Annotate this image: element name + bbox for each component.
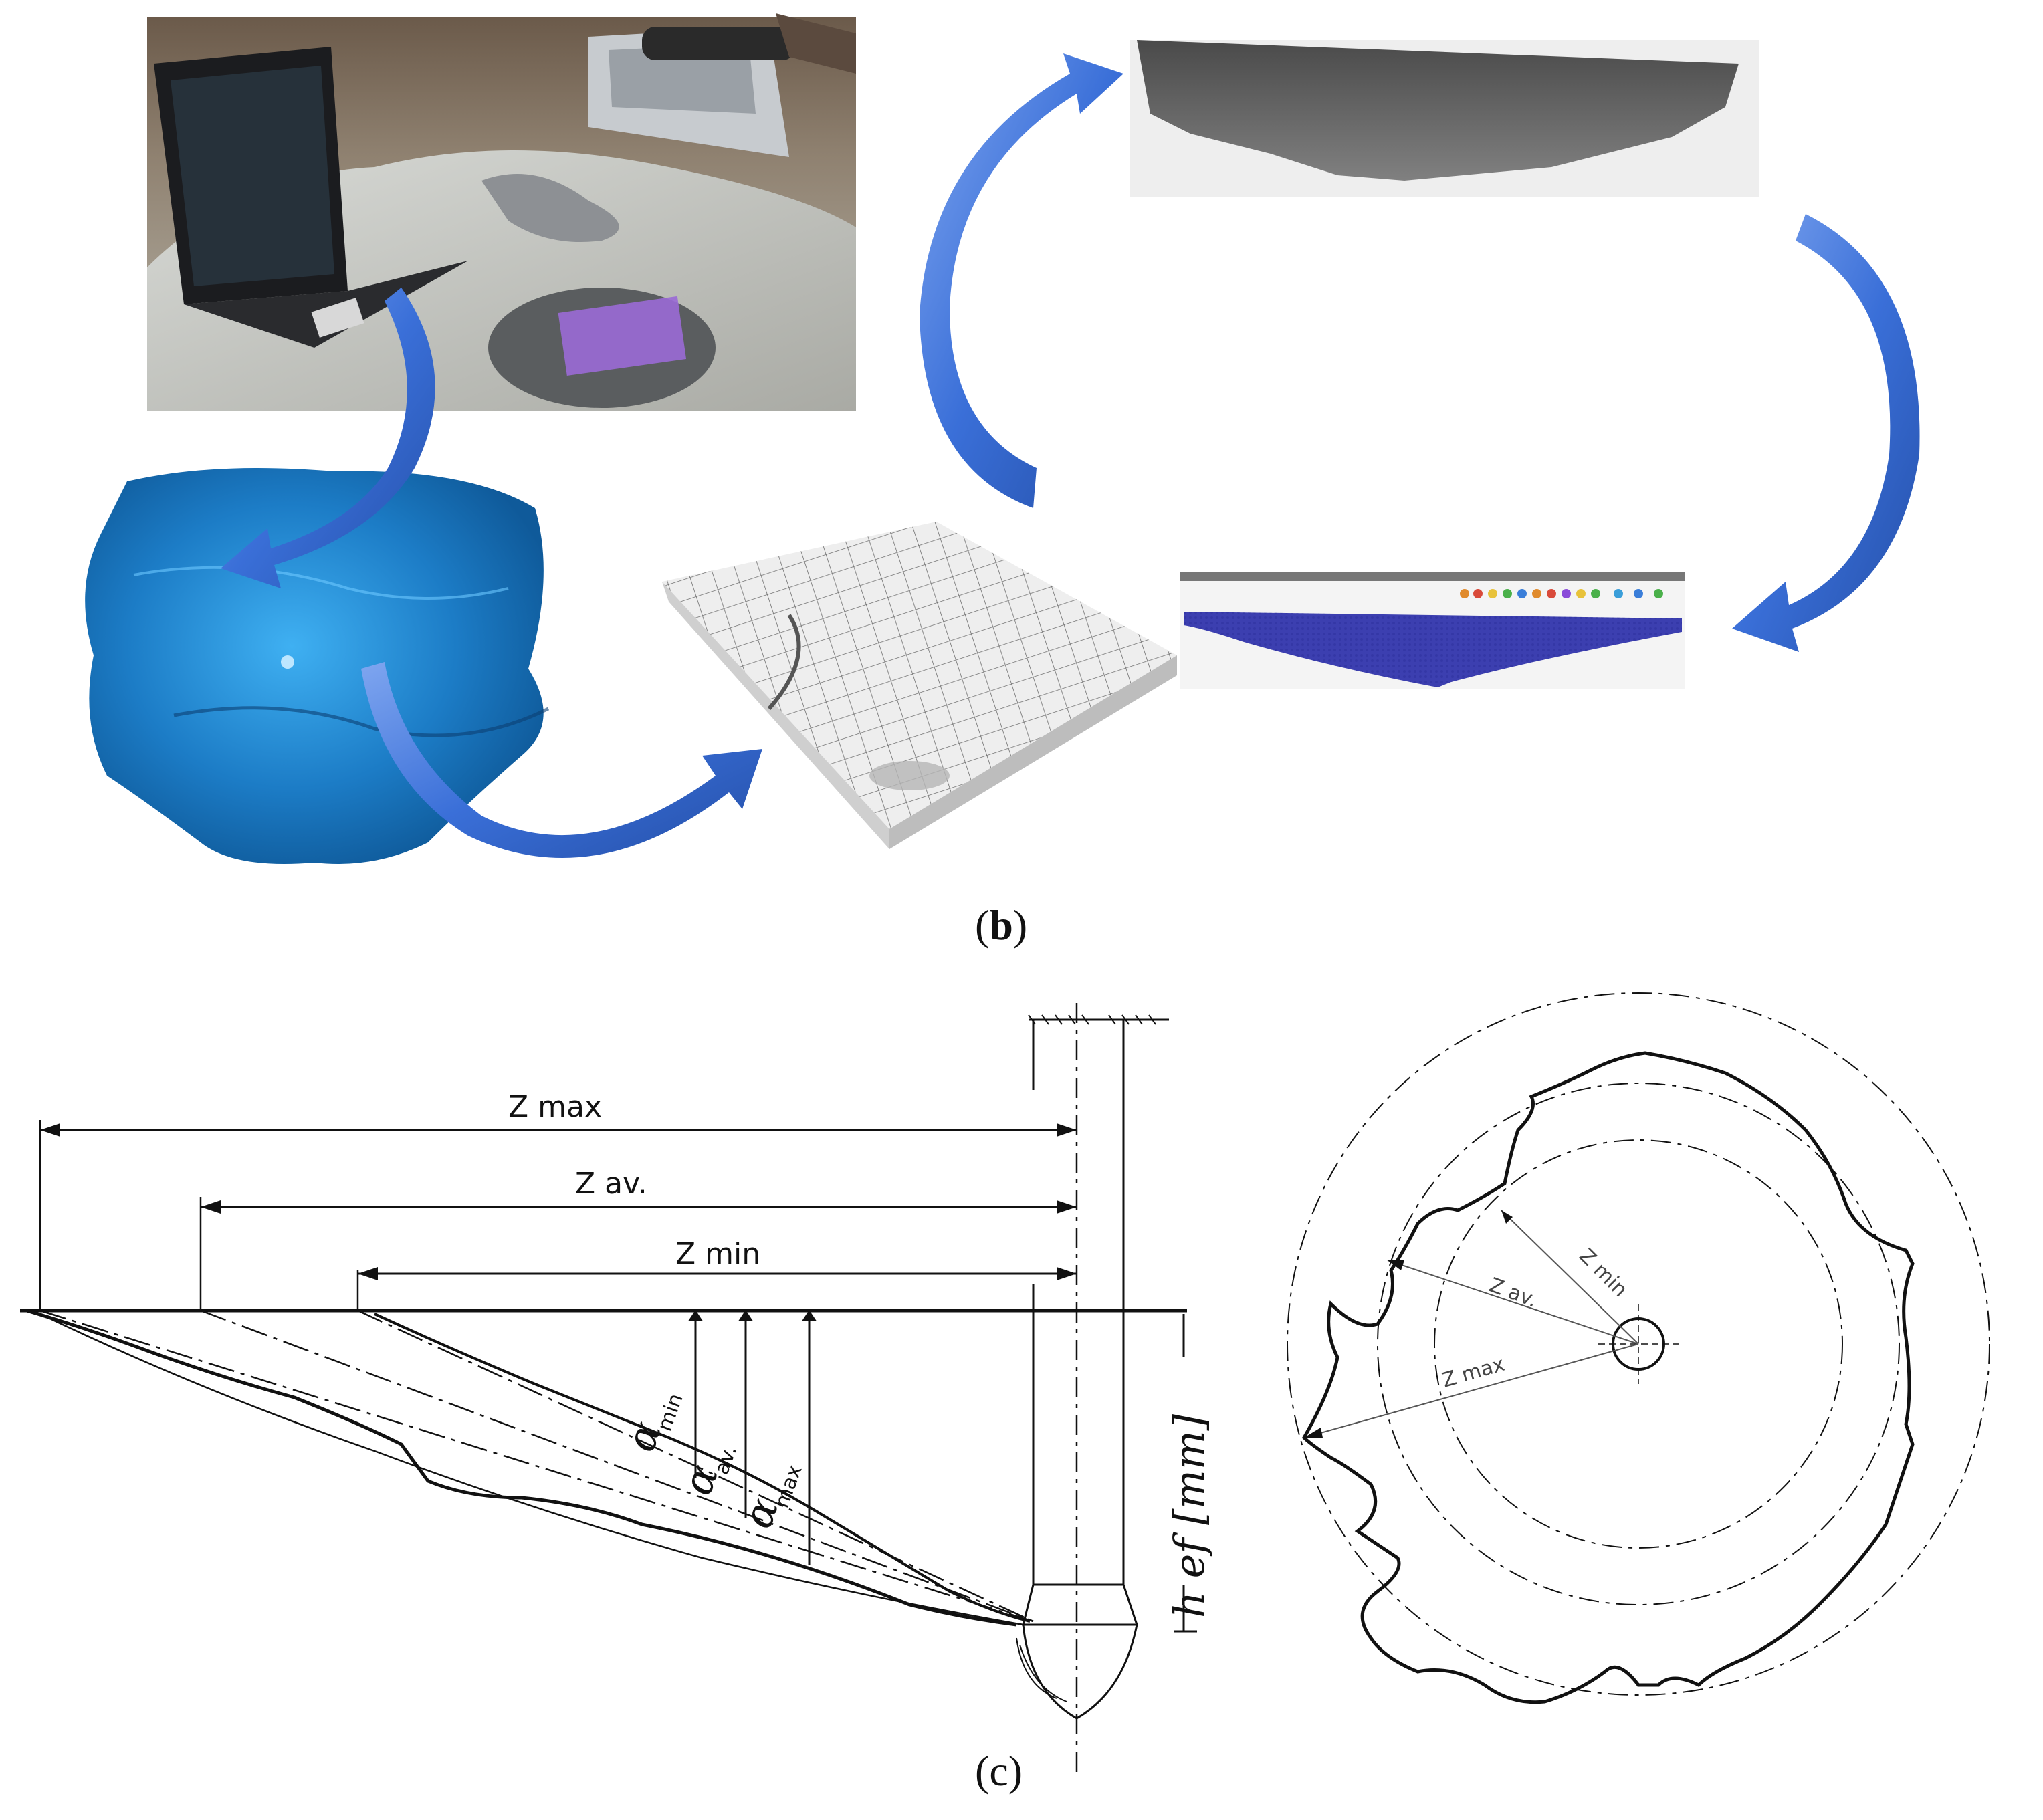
plan-z-min-label: Z min bbox=[1574, 1244, 1632, 1302]
plan-diagram bbox=[1287, 992, 1990, 1704]
h-ef-label: h ef [mm] bbox=[1165, 1413, 1214, 1618]
svg-text:min: min bbox=[653, 1391, 687, 1434]
plan-z-max-label: Z max bbox=[1440, 1353, 1507, 1393]
arrow-icon bbox=[1732, 214, 1920, 652]
arrow-icon bbox=[361, 662, 762, 859]
z-av-label: Z av. bbox=[575, 1167, 647, 1201]
inner-circle-zmin bbox=[1434, 1139, 1843, 1549]
plan-arrowheads bbox=[1304, 1210, 1513, 1438]
scanned-point-cloud bbox=[85, 468, 550, 864]
middle-circle-zav bbox=[1377, 1083, 1900, 1605]
fracture-outline bbox=[1301, 1051, 1915, 1704]
alpha-max-label: α max bbox=[732, 1462, 807, 1535]
alpha-min-label: α min bbox=[615, 1391, 687, 1458]
field-scanning-photo bbox=[147, 13, 856, 411]
arrow-icon bbox=[221, 288, 435, 588]
crater-profile-grey bbox=[1130, 40, 1759, 197]
software-section-view bbox=[1180, 572, 1685, 689]
plan-z-av-label: Z av. bbox=[1486, 1274, 1540, 1313]
z-min-label: Z min bbox=[675, 1237, 760, 1271]
outer-circle-zmax bbox=[1287, 992, 1990, 1696]
arrow-icon bbox=[920, 53, 1123, 508]
profile-diagram bbox=[20, 1003, 1197, 1779]
z-max-label: Z max bbox=[508, 1090, 602, 1124]
workflow-arrows bbox=[221, 53, 1920, 859]
panel-c-label: (c) bbox=[975, 1747, 1023, 1795]
panel-b-label: (b) bbox=[975, 901, 1028, 949]
finite-element-mesh bbox=[662, 522, 1177, 849]
dimension-arrowheads bbox=[40, 1123, 1077, 1280]
